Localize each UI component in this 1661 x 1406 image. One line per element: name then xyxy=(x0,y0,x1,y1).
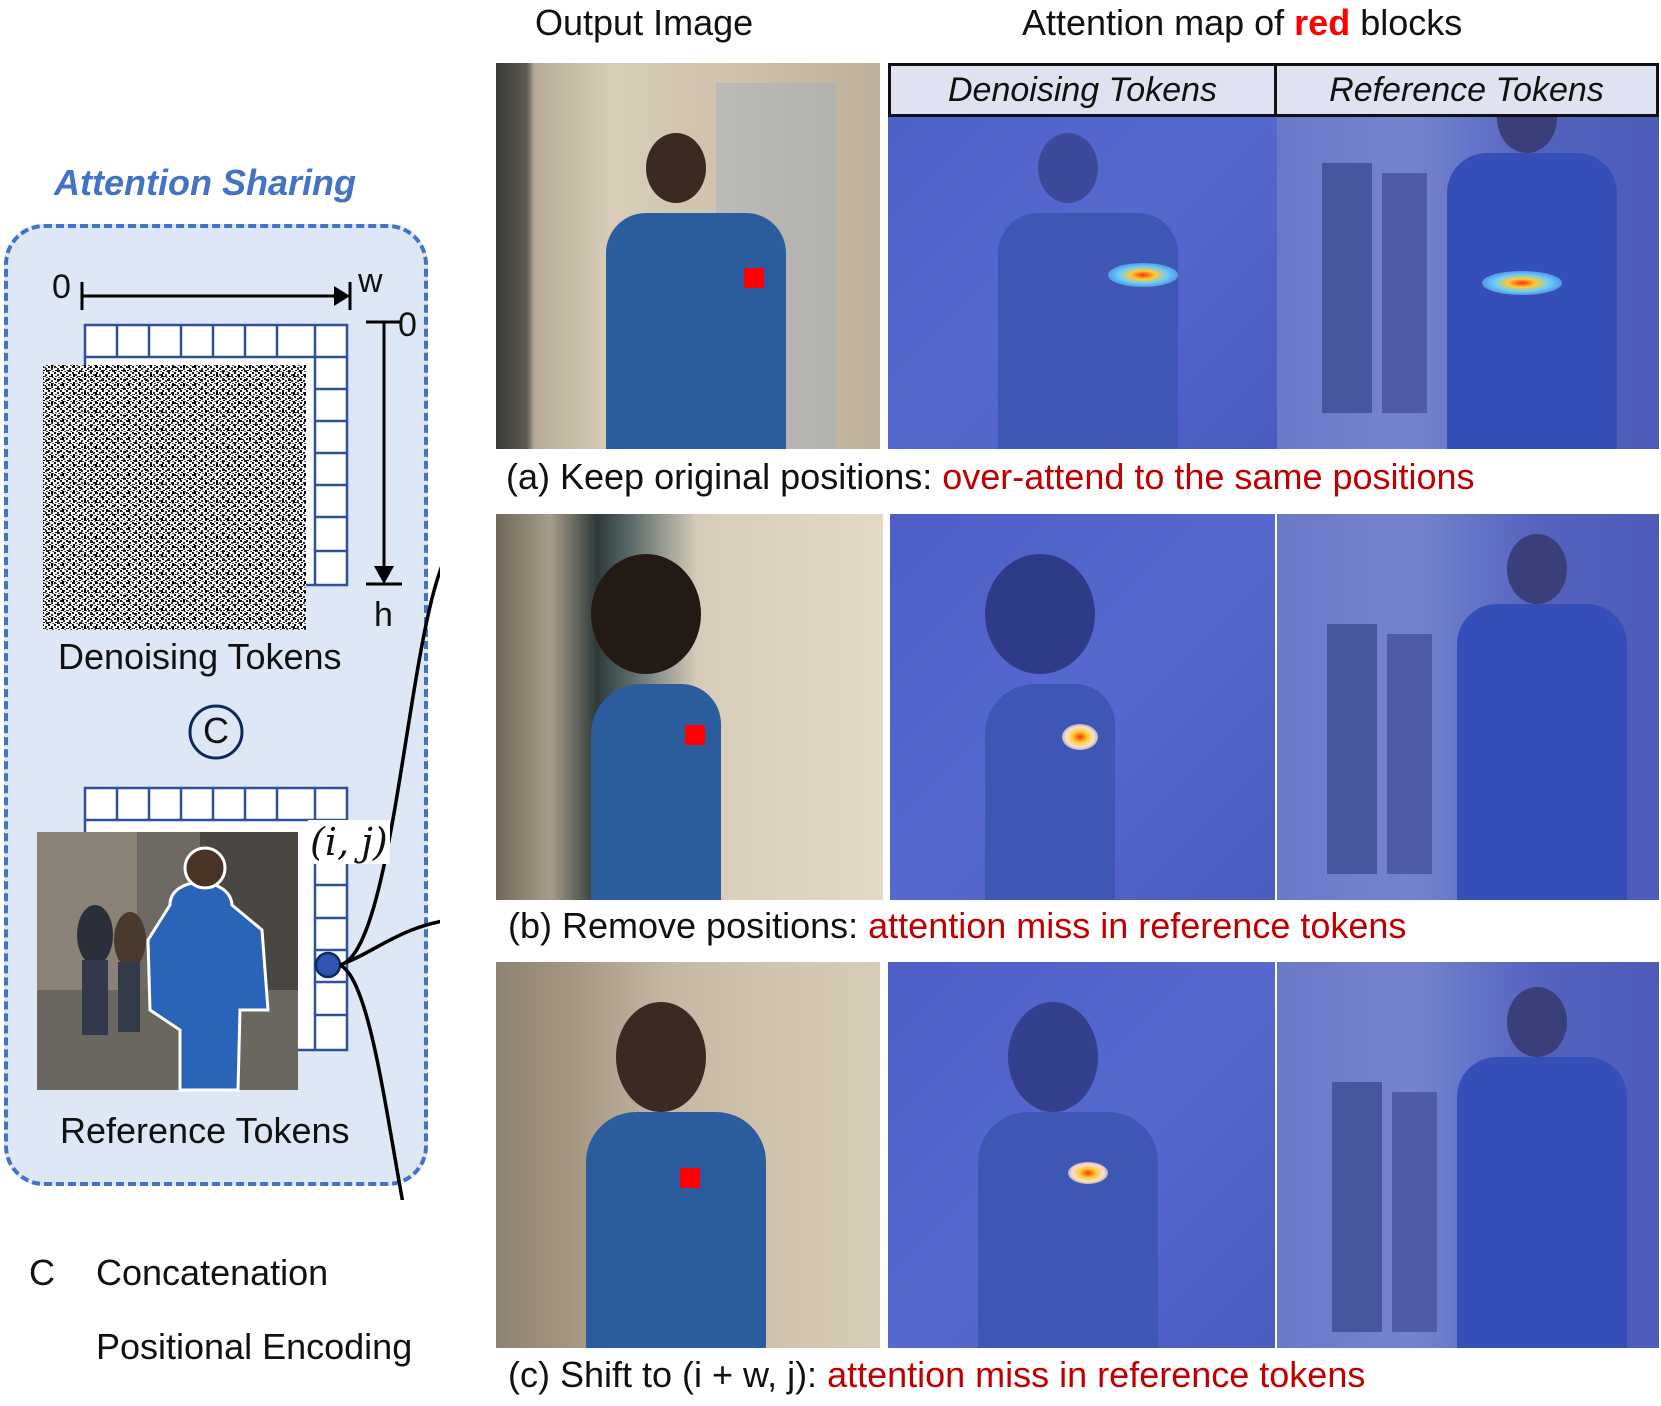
attention-hotspot-b-denoising xyxy=(1062,724,1098,750)
attention-hotspot-a-denoising xyxy=(1108,263,1178,287)
caption-b-prefix: (b) Remove positions: xyxy=(508,905,869,946)
caption-c: (c) Shift to (i + w, j): attention miss … xyxy=(508,1354,1365,1396)
legend-positional-encoding: Positional Encoding xyxy=(96,1326,413,1367)
caption-c-prefix: (c) Shift to (i + w, j): xyxy=(508,1354,828,1395)
output-image-a xyxy=(496,63,880,449)
reference-image xyxy=(37,832,298,1092)
attention-header-prefix: Attention map of xyxy=(1022,2,1295,43)
caption-a: (a) Keep original positions: over-attend… xyxy=(506,456,1475,498)
red-block-a xyxy=(744,268,764,288)
w-axis-label: w xyxy=(358,262,383,300)
denoising-tokens-label: Denoising Tokens xyxy=(58,636,342,677)
arrow-to-a xyxy=(339,566,440,967)
reference-tokens-label: Reference Tokens xyxy=(60,1110,350,1151)
output-image-b xyxy=(496,514,883,900)
red-block-c xyxy=(680,1168,700,1188)
attention-map-denoising-a xyxy=(888,63,1277,449)
attention-hotspot-c-denoising xyxy=(1068,1162,1108,1184)
h-axis-zero-label: 0 xyxy=(398,306,417,344)
concat-symbol: C xyxy=(203,710,229,751)
attention-map-reference-b xyxy=(1277,514,1659,900)
caption-a-prefix: (a) Keep original positions: xyxy=(506,456,943,497)
attention-map-header: Attention map of red blocks xyxy=(1022,2,1462,44)
attention-header-suffix: blocks xyxy=(1350,2,1463,43)
arrow-to-b xyxy=(339,919,440,967)
attention-hotspot-a-reference xyxy=(1482,271,1562,295)
caption-a-red: over-attend to the same positions xyxy=(942,456,1475,497)
attention-header-red: red xyxy=(1294,2,1351,43)
ij-token-dot xyxy=(314,951,342,979)
legend-concat-symbol: C xyxy=(29,1252,55,1293)
arrow-to-c xyxy=(339,963,405,1200)
w-axis-zero-label: 0 xyxy=(52,268,71,306)
red-block-b xyxy=(685,725,705,745)
attention-map-reference-a xyxy=(1277,63,1659,449)
attention-map-reference-c xyxy=(1277,962,1659,1348)
caption-b: (b) Remove positions: attention miss in … xyxy=(508,905,1406,947)
output-image-c xyxy=(496,962,880,1348)
h-axis-label: h xyxy=(374,596,393,634)
output-image-header: Output Image xyxy=(535,2,754,43)
caption-b-red: attention miss in reference tokens xyxy=(868,905,1407,946)
attention-sharing-diagram xyxy=(37,282,440,1200)
reference-tokens-header: Reference Tokens xyxy=(1274,63,1659,117)
denoising-tokens-header: Denoising Tokens xyxy=(888,63,1277,117)
caption-c-red: attention miss in reference tokens xyxy=(827,1354,1366,1395)
attention-map-denoising-c xyxy=(888,962,1275,1348)
attention-map-denoising-b xyxy=(890,514,1275,900)
concatenation-icon xyxy=(188,704,244,760)
ij-label: (i, j) xyxy=(308,820,390,864)
legend-concatenation: Concatenation xyxy=(96,1252,329,1293)
attention-sharing-title: Attention Sharing xyxy=(54,162,356,203)
